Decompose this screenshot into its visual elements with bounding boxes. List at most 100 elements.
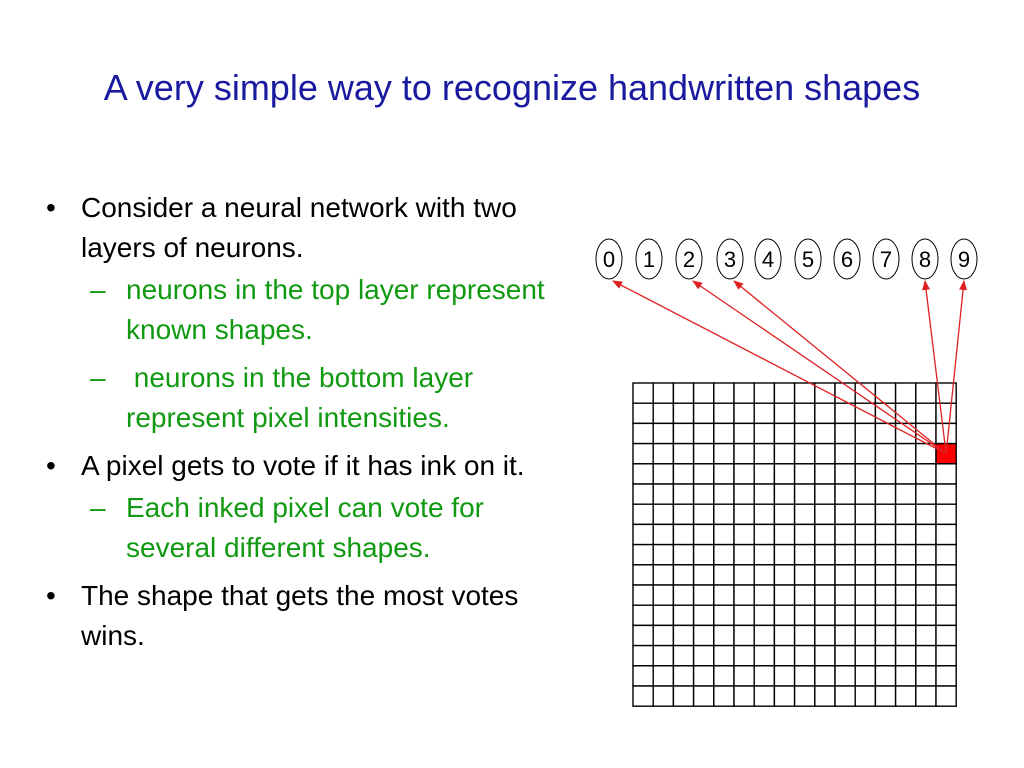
bullet-text: A pixel gets to vote if it has ink on it… bbox=[81, 450, 525, 481]
pixel-grid bbox=[632, 382, 957, 707]
pixel-cell bbox=[733, 382, 755, 404]
pixel-cell bbox=[713, 463, 735, 485]
vote-arrow bbox=[612, 280, 947, 455]
pixel-cell bbox=[733, 503, 755, 526]
pixel-cell bbox=[713, 604, 735, 627]
pixel-cell bbox=[733, 483, 755, 505]
pixel-cell bbox=[834, 523, 856, 546]
pixel-cell bbox=[753, 624, 776, 647]
pixel-cell bbox=[935, 604, 957, 627]
pixel-cell bbox=[672, 543, 695, 566]
pixel-cell bbox=[692, 463, 715, 485]
pixel-cell bbox=[854, 503, 877, 526]
pixel-cell bbox=[733, 644, 755, 667]
pixel-cell bbox=[793, 483, 816, 505]
pixel-cell bbox=[773, 402, 796, 425]
pixel-cell bbox=[773, 584, 796, 606]
pixel-cell bbox=[935, 523, 957, 546]
pixel-cell bbox=[773, 685, 796, 707]
pixel-cell bbox=[652, 483, 675, 505]
output-neuron-circle bbox=[950, 238, 978, 280]
pixel-cell bbox=[632, 523, 654, 546]
output-neuron-label: 6 bbox=[841, 247, 853, 272]
pixel-cell bbox=[632, 463, 654, 485]
pixel-cell bbox=[834, 463, 856, 485]
pixel-cell bbox=[874, 665, 897, 687]
pixel-cell bbox=[672, 503, 695, 526]
pixel-cell bbox=[652, 584, 675, 606]
pixel-cell bbox=[713, 382, 735, 404]
pixel-cell bbox=[672, 665, 695, 687]
sub-bullet-list: – neurons in the top layer represent kno… bbox=[81, 270, 566, 438]
pixel-cell bbox=[692, 604, 715, 627]
pixel-cell bbox=[834, 442, 856, 465]
pixel-cell bbox=[915, 543, 937, 566]
pixel-cell bbox=[793, 422, 816, 445]
pixel-cell bbox=[733, 523, 755, 546]
pixel-cell bbox=[713, 402, 735, 425]
pixel-cell bbox=[652, 543, 675, 566]
pixel-cell bbox=[793, 584, 816, 606]
pixel-cell bbox=[692, 402, 715, 425]
pixel-cell bbox=[713, 624, 735, 647]
output-neuron-label: 5 bbox=[802, 247, 814, 272]
pixel-cell bbox=[632, 382, 654, 404]
pixel-cell bbox=[773, 483, 796, 505]
pixel-cell bbox=[753, 584, 776, 606]
pixel-cell bbox=[672, 402, 695, 425]
pixel-cell bbox=[834, 685, 856, 707]
pixel-cell bbox=[733, 604, 755, 627]
pixel-cell bbox=[935, 382, 957, 404]
pixel-cell bbox=[753, 543, 776, 566]
pixel-cell bbox=[632, 584, 654, 606]
pixel-cell bbox=[894, 685, 917, 707]
pixel-cell bbox=[692, 523, 715, 546]
pixel-cell bbox=[652, 523, 675, 546]
pixel-cell bbox=[874, 402, 897, 425]
pixel-cell bbox=[672, 422, 695, 445]
sub-bullet-marker: – bbox=[90, 362, 106, 393]
pixel-cell bbox=[733, 624, 755, 647]
bullet-item: • The shape that gets the most votes win… bbox=[46, 576, 566, 656]
pixel-cell bbox=[935, 624, 957, 647]
pixel-cell bbox=[793, 685, 816, 707]
pixel-cell bbox=[894, 604, 917, 627]
pixel-cell bbox=[874, 503, 897, 526]
output-neuron: 3 bbox=[716, 238, 744, 280]
pixel-cell bbox=[935, 402, 957, 425]
pixel-cell bbox=[935, 483, 957, 505]
output-neuron-label: 2 bbox=[683, 247, 695, 272]
pixel-cell bbox=[773, 604, 796, 627]
pixel-cell bbox=[814, 442, 836, 465]
pixel-cell bbox=[713, 665, 735, 687]
output-neuron-label: 3 bbox=[724, 247, 736, 272]
pixel-cell bbox=[672, 483, 695, 505]
pixel-cell bbox=[713, 564, 735, 586]
pixel-cell bbox=[894, 523, 917, 546]
pixel-cell bbox=[632, 543, 654, 566]
pixel-cell bbox=[713, 523, 735, 546]
pixel-cell bbox=[773, 644, 796, 667]
pixel-cell bbox=[915, 665, 937, 687]
pixel-cell bbox=[814, 382, 836, 404]
pixel-cell bbox=[793, 624, 816, 647]
pixel-cell bbox=[915, 624, 937, 647]
sub-bullet-item: – neurons in the top layer represent kno… bbox=[81, 270, 566, 350]
pixel-cell bbox=[894, 584, 917, 606]
bullet-marker: • bbox=[46, 580, 56, 611]
pixel-cell bbox=[874, 463, 897, 485]
pixel-cell bbox=[713, 483, 735, 505]
pixel-cell bbox=[753, 442, 776, 465]
pixel-cell bbox=[632, 665, 654, 687]
output-neuron: 8 bbox=[911, 238, 939, 280]
pixel-cell bbox=[935, 564, 957, 586]
pixel-cell bbox=[793, 543, 816, 566]
pixel-cell bbox=[692, 543, 715, 566]
sub-bullet-marker: – bbox=[90, 492, 106, 523]
pixel-cell bbox=[753, 382, 776, 404]
output-neuron: 7 bbox=[872, 238, 900, 280]
pixel-cell bbox=[834, 665, 856, 687]
pixel-cell bbox=[894, 382, 917, 404]
pixel-cell bbox=[854, 402, 877, 425]
pixel-cell bbox=[672, 604, 695, 627]
